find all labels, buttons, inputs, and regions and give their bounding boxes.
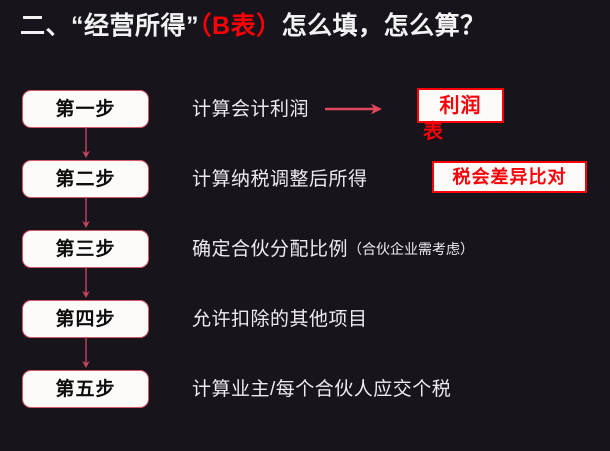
- flow-connector-arrow-3: [81, 267, 90, 298]
- flow-connector-arrow-1: [81, 127, 90, 158]
- flow-description-row-1: 计算会计利润: [192, 90, 592, 128]
- flow-step-label-5: 第五步: [55, 378, 116, 400]
- flow-step-node-1[interactable]: 第一步: [22, 90, 149, 158]
- callout-tax-accounting-difference-label: 税会差异比对: [452, 167, 567, 187]
- flow-description-note-3: （合伙企业需考虑）: [348, 241, 475, 257]
- flow-description-row-2: 计算纳税调整后所得: [192, 160, 592, 198]
- flow-step-label-4: 第四步: [55, 308, 116, 330]
- flow-description-row-4: 允许扣除的其他项目: [192, 300, 592, 338]
- flow-description-text-4: 允许扣除的其他项目: [192, 308, 368, 330]
- page-title-suffix: 怎么填，怎么算？: [281, 12, 486, 40]
- callout-profit-statement[interactable]: 利润: [417, 88, 504, 123]
- flow-description-text-3: 确定合伙分配比例: [192, 238, 349, 260]
- flow-connector-arrow-4: [81, 337, 90, 368]
- page-title-prefix: 二、“经营所得”: [20, 12, 200, 40]
- flow-connector-arrow-2: [81, 197, 90, 228]
- page-title-accent: （B表）: [199, 12, 282, 40]
- flow-step-node-3[interactable]: 第三步: [22, 230, 149, 298]
- flow-description-row-3: 确定合伙分配比例 （合伙企业需考虑）: [192, 230, 592, 268]
- flow-step-node-4[interactable]: 第四步: [22, 300, 149, 368]
- flow-description-text-1: 计算会计利润: [192, 98, 310, 120]
- flow-description-text-5: 计算业主/每个合伙人应交个税: [192, 378, 452, 400]
- flow-description-column: 计算会计利润 计算纳税调整后所得 确定合伙分配比例 （合伙企业需考虑） 允许扣除…: [192, 90, 592, 408]
- flow-step-label-1: 第一步: [55, 98, 116, 120]
- flow-step-node-2[interactable]: 第二步: [22, 160, 149, 228]
- callout-tax-accounting-difference[interactable]: 税会差异比对: [432, 161, 587, 193]
- flow-step-label-2: 第二步: [55, 168, 116, 190]
- flow-step-label-3: 第三步: [55, 238, 116, 260]
- flow-step-node-5[interactable]: 第五步: [22, 370, 149, 408]
- flow-description-text-2: 计算纳税调整后所得: [192, 168, 368, 190]
- right-arrow-icon: [325, 103, 383, 115]
- callout-profit-statement-overflow: 表: [423, 121, 443, 143]
- page-title: 二、“经营所得”（B表）怎么填，怎么算？: [20, 9, 486, 43]
- callout-profit-statement-label: 利润: [439, 94, 482, 117]
- flow-step-column: 第一步 第二步 第三步 第四步 第五步: [22, 90, 149, 408]
- flow-description-row-5: 计算业主/每个合伙人应交个税: [192, 370, 592, 408]
